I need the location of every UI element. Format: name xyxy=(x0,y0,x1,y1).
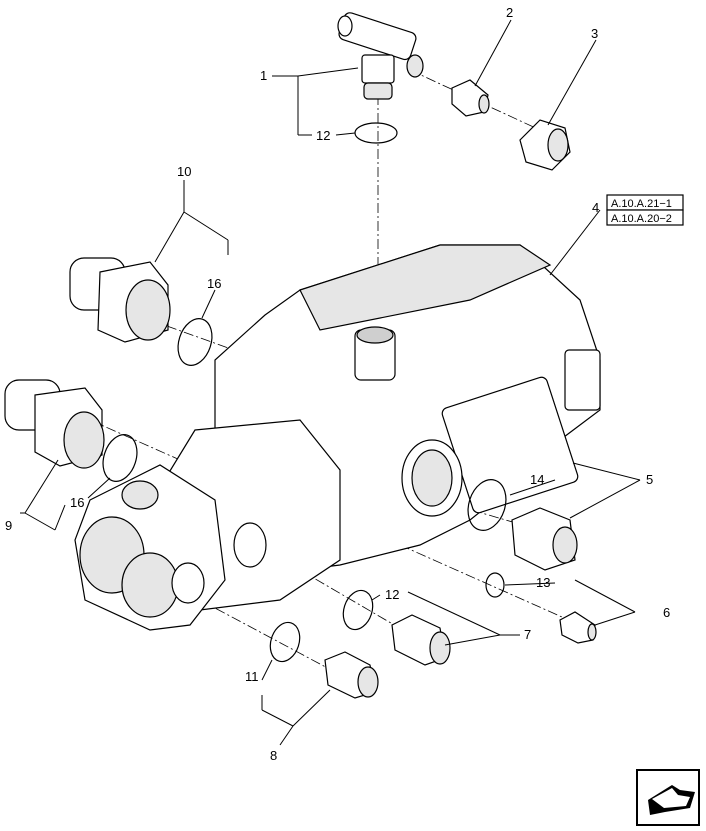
part-11-o-ring xyxy=(269,621,301,663)
part-1-tee-fitting xyxy=(337,12,424,100)
callout-11: 11 xyxy=(245,669,259,684)
callout-7: 7 xyxy=(524,627,531,642)
part-8-fitting xyxy=(324,651,379,699)
part-9-adapter xyxy=(4,379,105,469)
callout-16-upper: 16 xyxy=(207,276,221,291)
callout-10: 10 xyxy=(177,164,191,179)
part-7-fitting xyxy=(391,614,451,666)
part-12-o-ring-top xyxy=(354,122,398,144)
callout-12-top: 12 xyxy=(316,128,330,143)
callout-4: 4 xyxy=(592,200,599,215)
part-2-plug xyxy=(451,79,490,117)
part-13-o-ring xyxy=(485,572,505,598)
callout-labels: 1 2 3 4 5 6 7 8 9 10 11 12 12 13 14 16 1… xyxy=(5,5,670,763)
pump-front-section xyxy=(74,419,341,631)
callout-6: 6 xyxy=(663,605,670,620)
callout-14: 14 xyxy=(530,472,544,487)
reference-2: A.10.A.20−2 xyxy=(611,213,672,225)
part-6-plug xyxy=(559,611,597,644)
next-page-arrow-icon[interactable] xyxy=(636,769,700,826)
part-3-nut xyxy=(519,119,571,171)
callout-2: 2 xyxy=(506,5,513,20)
callout-13: 13 xyxy=(536,575,550,590)
callout-1: 1 xyxy=(260,68,267,83)
reference-boxes: A.10.A.21−1 A.10.A.20−2 xyxy=(606,194,684,226)
callout-8: 8 xyxy=(270,748,277,763)
part-16-o-ring-upper xyxy=(177,318,213,366)
part-5-fitting xyxy=(511,507,578,571)
reference-1: A.10.A.21−1 xyxy=(611,198,672,210)
callout-12-lower: 12 xyxy=(385,587,399,602)
callout-5: 5 xyxy=(646,472,653,487)
part-16-o-ring-lower xyxy=(102,434,138,482)
callout-9: 9 xyxy=(5,518,12,533)
callout-16-lower: 16 xyxy=(70,495,84,510)
part-12-o-ring-lower xyxy=(342,589,374,631)
part-14-o-ring xyxy=(467,479,507,531)
leader-lines xyxy=(20,19,641,746)
part-10-adapter xyxy=(69,257,171,343)
callout-3: 3 xyxy=(591,26,598,41)
